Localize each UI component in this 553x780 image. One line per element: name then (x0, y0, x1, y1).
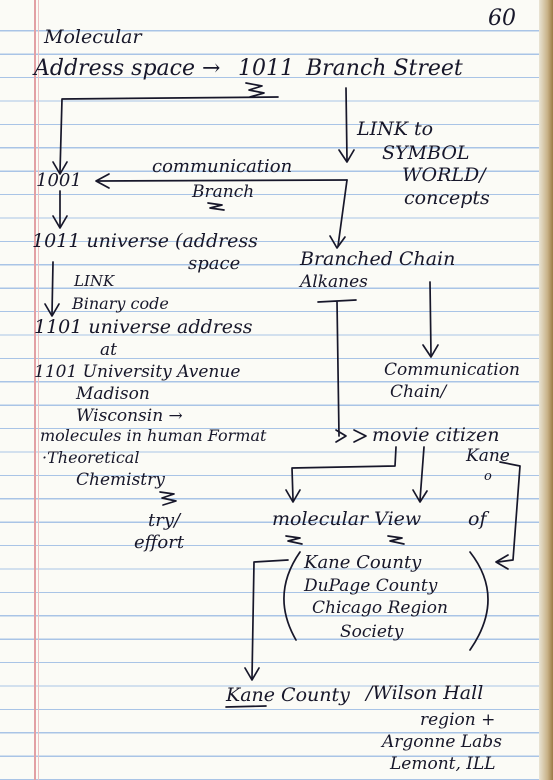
arrow-to-branched (337, 179, 348, 247)
chemistry-text: Chemistry (76, 470, 165, 490)
link-to-text: LINK to (357, 118, 434, 140)
underline-kane (225, 705, 267, 708)
world-text: WORLD/ (402, 164, 486, 186)
region-text: region + (420, 710, 496, 730)
symbol-text: SYMBOL (382, 142, 470, 164)
kane-small-o: o (484, 469, 492, 484)
arrowhead-1101 (44, 303, 60, 317)
university-ave-text: 1101 University Avenue (34, 362, 241, 382)
arrowhead-movie-right (353, 429, 367, 443)
squiggle-branch (207, 202, 225, 211)
theoretical-text: ·Theoretical (42, 448, 140, 467)
left-paren (283, 551, 301, 641)
branched-chain-text: Branched Chain (300, 248, 456, 270)
arrowhead-1001 (52, 161, 68, 175)
concepts-text: concepts (404, 187, 490, 209)
bottom-kane-county-text: Kane County (226, 684, 350, 706)
branch-label: Branch (192, 182, 255, 202)
arrow-chain (429, 281, 432, 356)
wisconsin-text: Wisconsin → (76, 406, 183, 426)
arrow-to-1001 (59, 96, 279, 173)
arrowhead-molecular (285, 489, 301, 503)
squiggle-view (387, 535, 405, 545)
kane-county-text: Kane County (304, 552, 422, 573)
society-text: Society (340, 622, 404, 642)
communication-arrowhead (95, 173, 110, 189)
alkanes-bar (317, 299, 357, 437)
molecules-human-format-text: molecules in human Format (40, 426, 267, 445)
arrowhead-chain (422, 344, 439, 358)
link-label: LINK (74, 272, 115, 290)
margin-line-inner (38, 0, 39, 780)
right-paren (469, 551, 489, 651)
branch-street: Branch Street (306, 56, 463, 81)
of-text: of (468, 508, 487, 530)
arrowhead-bottom-kane (244, 667, 260, 681)
arrowhead-branched (329, 235, 346, 249)
arrow-movie-to-view (419, 446, 425, 501)
margin-line (34, 0, 36, 780)
space-text: space (188, 253, 241, 274)
universe-1011-text: 1011 universe (address (32, 230, 258, 252)
madison-text: Madison (76, 384, 150, 404)
binary-code-text: Binary code (72, 294, 169, 313)
arrowhead-view (412, 489, 428, 503)
address-1011: 1011 (238, 56, 294, 81)
arrowhead-movie-left (335, 429, 347, 443)
effort-text: effort (134, 532, 185, 553)
communication-arrow (97, 179, 348, 182)
page-number: 60 (488, 6, 516, 31)
universe-1101-text: 1101 universe address (34, 316, 253, 338)
argonne-labs-text: Argonne Labs (382, 732, 502, 752)
squiggle-molecular (285, 535, 303, 545)
address-1001: 1001 (36, 170, 82, 191)
arrow-movie-to-molecular (291, 446, 397, 501)
page-edge (539, 0, 553, 780)
communication-chain-text: Communication (384, 360, 520, 380)
communication-label: communication (152, 156, 293, 177)
movie-citizen-text: movie citizen (372, 424, 500, 446)
lemont-text: Lemont, ILL (390, 754, 496, 774)
arrowhead-link-to (338, 149, 355, 163)
kane-loop-arrowhead (495, 554, 509, 570)
kane-loop-arrow (497, 461, 521, 563)
address-space-text: Address space → (34, 56, 221, 81)
arrowhead-1011 (52, 215, 68, 229)
heading-molecular: Molecular (44, 26, 142, 48)
arrow-to-bottom-kane (251, 559, 289, 679)
dupage-county-text: DuPage County (304, 576, 438, 596)
squiggle-1011 (245, 82, 265, 98)
at-text: at (100, 340, 117, 360)
chicago-region-text: Chicago Region (312, 598, 448, 618)
kane-text: Kane (466, 446, 510, 466)
wilson-hall-text: /Wilson Hall (366, 682, 484, 704)
molecular-view-text: molecular View (272, 508, 422, 530)
arrow-1011-1101 (51, 261, 54, 315)
try-text: try/ (148, 510, 181, 531)
chain-text: Chain/ (390, 382, 447, 402)
alkanes-text: Alkanes (300, 272, 368, 292)
squiggle-chemistry (159, 491, 177, 506)
arrow-to-link-to (345, 87, 348, 161)
